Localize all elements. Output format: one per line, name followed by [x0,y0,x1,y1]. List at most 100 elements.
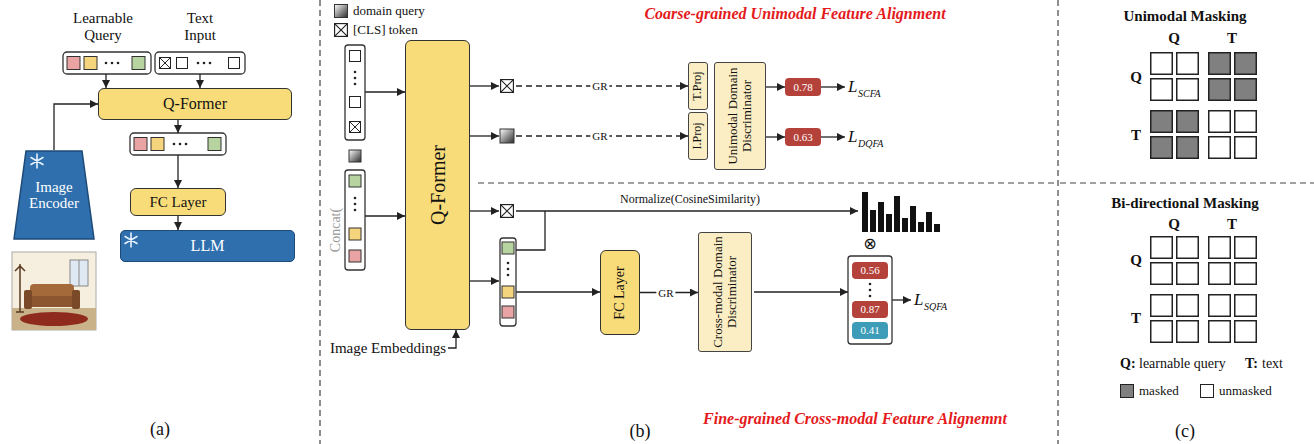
panel-label: (b) [630,422,651,442]
similarity-histogram [926,212,932,232]
bidirectional-mask-grid [1209,237,1231,259]
unimodal-mask-grid [1177,53,1199,75]
output-token-icons [500,129,514,143]
input-image [15,264,25,312]
key-text: text [1262,356,1283,371]
discriminator-box: Unimodal Domain Discriminator [714,62,766,170]
panel-separator [1060,182,1314,183]
node-text: Unimodal Domain Discriminator [726,65,755,167]
text-token-row [177,58,188,69]
node-text: LLM [191,237,225,255]
encoder-trapezoid [14,151,94,239]
unimodal-mask-grid [1235,111,1257,133]
text-token-row [160,58,171,69]
input-label: Image Embeddings [330,340,446,357]
output-token-icons [501,80,514,93]
flow-arrow [470,85,499,86]
input-token-column [354,83,357,86]
axis-label: Q [1130,252,1142,269]
bidirectional-mask-grid [1177,321,1199,343]
node-text: FC Layer [149,194,206,211]
loss-subscript: SQFA [924,301,947,312]
axis-label: T [1227,30,1237,47]
score-box: 0.41 [852,322,888,339]
output-token-icons [500,80,516,326]
image-encoder: Image Encoder [13,150,95,240]
legend-sample [334,23,348,37]
flow-arrow [177,120,178,133]
axis-label: Q [1130,69,1142,86]
flow-arrow [821,86,845,87]
panel-heading: Text Input [175,10,225,43]
similarity-histogram [886,214,892,232]
node-text: T.Proj [691,65,704,107]
qformer-box: Q-Former [405,40,470,330]
bidirectional-mask-grid [1151,237,1173,259]
input-token-column [354,197,357,200]
unimodal-mask-grid [1151,137,1173,159]
fc-layer-box: FC Layer [130,188,226,216]
input-token-column [354,71,357,74]
similarity-histogram [910,206,916,232]
unimodal-mask-grid [1209,79,1231,101]
input-token-column [345,170,365,270]
score-column [848,256,892,344]
legend-text: masked [1139,384,1179,398]
loss-subscript: SCFA [858,88,881,99]
gradient-reversal-label: GR [590,130,609,142]
input-token-column [350,97,361,108]
panel-heading: Unimodal Masking [1124,8,1247,25]
input-image [70,260,88,286]
unimodal-mask-grid [1177,137,1199,159]
similarity-histogram [934,224,940,232]
connector [766,86,785,87]
gradient-reversal-dashed-arrow [516,86,688,136]
similarity-histogram [870,210,876,232]
legend-text: [CLS] token [353,23,418,37]
axis-label: T [1131,127,1141,144]
score-box: 0.78 [785,78,821,96]
bidirectional-mask-grid [1235,263,1257,285]
query-output-row [179,143,182,146]
output-token-icons [500,238,516,326]
bidirectional-mask-grid [1151,295,1173,317]
output-token-icons [507,262,510,265]
bidirectional-mask-grid [1151,321,1173,343]
axis-label: Q [1168,30,1180,47]
text-token-row [197,62,200,65]
query-token-row [63,52,151,74]
bidirectional-mask-grid [1209,263,1231,285]
query-token-row [111,62,114,65]
similarity-histogram [918,222,924,232]
query-output-row [134,138,147,151]
unimodal-mask-grid [1235,137,1257,159]
section-title: Coarse-grained Unimodal Feature Alignmen… [644,5,945,23]
query-token-row [132,57,145,70]
output-token-icons [507,268,510,271]
legend-text: unmasked [1219,384,1272,398]
input-token-column [349,175,361,187]
connector [54,104,98,150]
bidirectional-mask-grid [1177,237,1199,259]
query-output-row [173,143,176,146]
discriminator-box: Cross-modal Domain Discriminator [698,232,752,352]
connector-label: GR [656,286,675,298]
legend-sample [335,24,348,37]
node-text: 0.41 [860,324,879,336]
axis-label: Q [1168,216,1180,233]
key-symbol: Q: [1120,356,1136,371]
legend-sample [334,4,348,18]
similarity-histogram [894,196,900,232]
key-symbol: T: [1245,356,1258,371]
panel-separator [320,0,1314,444]
unimodal-mask-grid [1209,137,1231,159]
score-box: 0.63 [785,128,821,146]
flow-arrow [470,280,499,281]
bidirectional-mask-grid [1235,237,1257,259]
output-token-icons [502,242,514,254]
query-output-row [185,143,188,146]
text-token-row [209,62,212,65]
similarity-histogram [878,202,884,232]
flow-arrow [516,210,858,211]
